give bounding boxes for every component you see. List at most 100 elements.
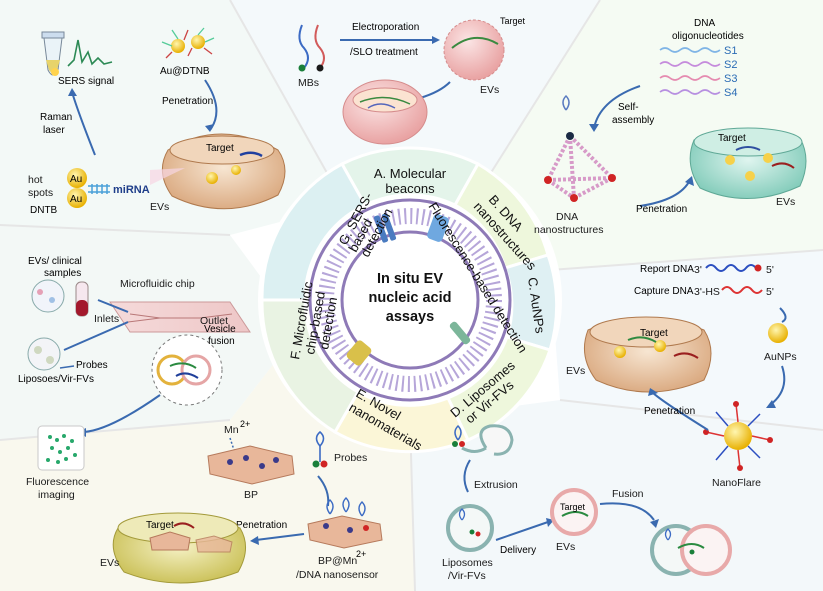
center-title-line2: nucleic acid <box>368 290 451 306</box>
capture-5-label: 5' <box>766 286 774 298</box>
aunps-label: AuNPs <box>764 351 797 363</box>
mb-icon <box>298 24 325 72</box>
dna-nanosensor-label: /DNA nanosensor <box>296 569 379 581</box>
ev-vesicle-right <box>583 316 712 393</box>
au-dtnb-label: Au@DTNB <box>160 66 210 77</box>
self-assembly-2: assembly <box>612 115 654 126</box>
center-title-line3: assays <box>386 309 434 325</box>
bp-mn-sensor <box>307 497 383 549</box>
fluorescence-imaging-2: imaging <box>38 489 75 501</box>
mirna-label: miRNA <box>113 184 150 196</box>
section-a-line2: beacons <box>385 181 435 196</box>
raman-label-2: laser <box>43 125 65 136</box>
target-label-br: Target <box>560 502 586 512</box>
section-a-line1: A. Molecular <box>374 166 447 181</box>
penetration-label-bl: Penetration <box>236 520 287 531</box>
capture-3hs-label: 3'-HS <box>694 286 720 298</box>
mirna-duplex <box>88 184 110 194</box>
hot-spots-1: hot <box>28 174 43 186</box>
arrow-fusion <box>599 502 655 521</box>
dna-nano-label-1: DNA <box>556 211 578 223</box>
ev-sample-circle <box>31 279 65 313</box>
panel-liposomes: Extrusion Liposomes /Vir-FVs Delivery Ta… <box>442 424 732 582</box>
evs-clinical-2: samples <box>44 268 81 279</box>
ev-vesicle-bl <box>112 512 246 584</box>
target-label-tr: Target <box>718 133 746 144</box>
liposome-vesicle <box>446 504 494 552</box>
panel-novel-nanomaterials: Mn 2+ BP Probes BP@Mn 2+ /DNA nanosen <box>100 419 383 584</box>
au-particle-b <box>67 188 87 208</box>
mbs-label: MBs <box>298 77 319 89</box>
membrane-protein <box>346 340 372 366</box>
delivery-label: Delivery <box>500 545 536 556</box>
central-wheel: In situ EV nucleic acid assays <box>258 146 562 454</box>
penetration-label-tl: Penetration <box>162 96 213 107</box>
slo-label: /SLO treatment <box>350 47 418 58</box>
nanoflare-icon <box>703 401 773 471</box>
penetration-label-right: Penetration <box>644 406 695 417</box>
dna-oligo-line2: oligonucleotides <box>672 31 744 42</box>
target-label-tl: Target <box>206 143 234 154</box>
arrow-inlet-top <box>97 299 129 313</box>
liposomes-label-left: Liposoes/Vir-FVs <box>18 374 94 385</box>
au-label-b: Au <box>70 194 82 205</box>
vesicle-fusion-2: fusion <box>208 336 235 347</box>
probes-label-left: Probes <box>76 360 108 371</box>
arrow-delivery <box>495 521 549 541</box>
inlets-label: Inlets <box>94 313 119 325</box>
dna-nano-label-2: nanostructures <box>534 224 603 236</box>
probes-label-bl: Probes <box>334 452 367 464</box>
bp-sheet <box>207 445 295 485</box>
dna-tetrahedron <box>544 94 616 202</box>
arrow-to-imaging <box>83 394 161 433</box>
fluorescence-imaging-1: Fluorescence <box>26 476 89 488</box>
oligo-strands <box>659 47 721 95</box>
capture-dna-strand <box>721 286 763 294</box>
mn-label: Mn <box>224 424 239 436</box>
evs-label-tl: EVs <box>150 201 169 213</box>
probe-beacon-icon <box>312 430 328 468</box>
au-dtnb-particles <box>161 27 215 59</box>
self-assembly-1: Self- <box>618 102 639 113</box>
panel-microfluidic: EVs/ clinical samples Microfluidic chip … <box>18 256 251 501</box>
penetration-label-tr: Penetration <box>636 204 687 215</box>
s1-label: S1 <box>724 45 737 57</box>
report-5-label: 5' <box>766 264 774 276</box>
evs-label-br: EVs <box>556 541 575 553</box>
sers-spectrum <box>67 39 113 67</box>
ev-vesicle-tr <box>689 127 807 199</box>
liposome-source-icon <box>452 424 514 456</box>
bp-label: BP <box>244 489 258 501</box>
microfluidic-chip <box>109 301 251 333</box>
fluorescence-image <box>37 425 85 471</box>
evs-label-mid: EVs <box>480 84 499 96</box>
evs-label-bl: EVs <box>100 557 119 569</box>
capture-dna-label: Capture DNA <box>634 286 694 297</box>
panel-aunps: Report DNA 3' 5' Capture DNA 3'-HS 5' Ta… <box>566 264 797 489</box>
membrane-protein <box>373 215 389 243</box>
arrow-extrusion <box>463 459 471 493</box>
s4-label: S4 <box>724 87 737 99</box>
membrane-ring <box>318 208 502 392</box>
probe-sample-circle <box>27 337 61 371</box>
extrusion-label: Extrusion <box>474 479 518 491</box>
chip-label: Microfluidic chip <box>120 278 195 290</box>
dntb-label: DNTB <box>30 205 58 216</box>
arrow-penetration-bl <box>255 533 305 541</box>
nanoflare-label: NanoFlare <box>712 477 761 489</box>
sector-b-bg <box>480 0 823 270</box>
arrow-inlet-bottom <box>63 321 129 351</box>
liposomes-label-1: Liposomes <box>442 557 493 569</box>
target-label-bl: Target <box>146 520 174 531</box>
fusion-label: Fusion <box>612 488 644 500</box>
panel-sers: SERS signal Au@DTNB Penetration Raman la… <box>28 27 286 216</box>
au-label-a: Au <box>70 174 82 185</box>
ev-vesicle-tl <box>150 133 286 210</box>
mn-release-arrow <box>229 437 237 457</box>
evs-label-tr: EVs <box>776 196 795 208</box>
dna-oligo-line1: DNA <box>694 18 715 29</box>
sers-signal-label: SERS signal <box>58 76 114 87</box>
report-dna-label: Report DNA <box>640 264 694 275</box>
